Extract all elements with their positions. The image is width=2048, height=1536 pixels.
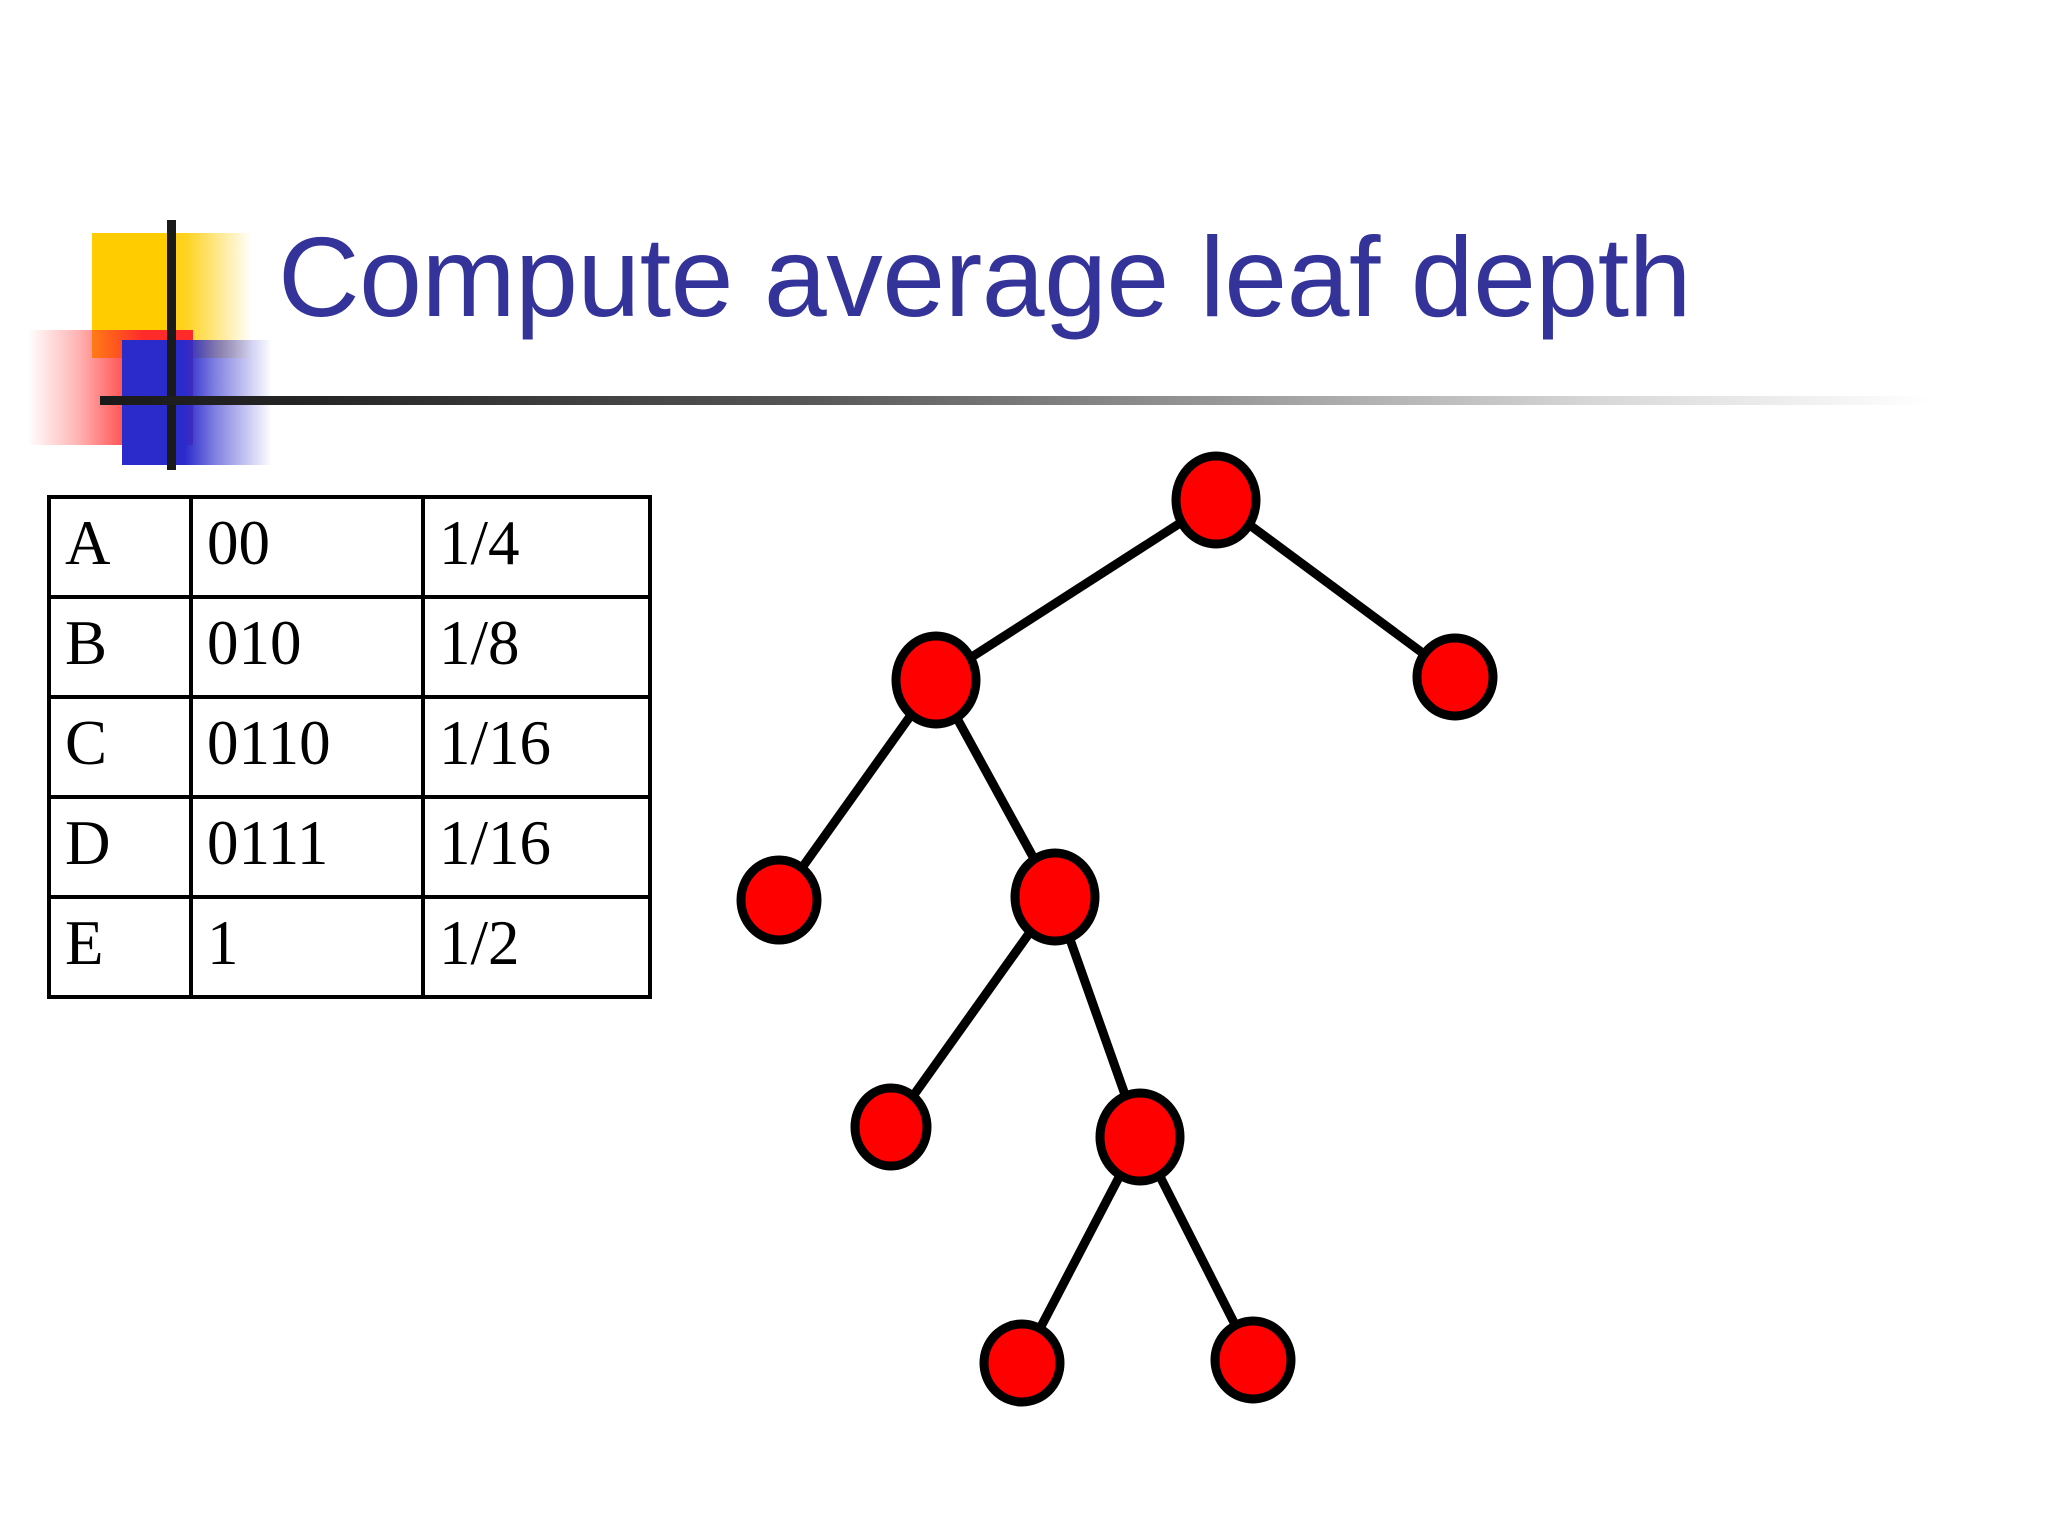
tree-leaf-node: [979, 1319, 1065, 1407]
cell-probability: 1/16: [421, 695, 652, 799]
cell-symbol: E: [47, 895, 193, 999]
table-row: E 1 1/2: [47, 895, 652, 999]
cell-codeword: 00: [189, 495, 425, 599]
cell-codeword: 010: [189, 595, 425, 699]
table-row: D 0111 1/16: [47, 795, 652, 899]
tree-leaf-node: [736, 855, 822, 945]
tree-internal-node: [1010, 848, 1100, 946]
tree-edge: [931, 675, 1060, 902]
tree-node-group: [736, 451, 1498, 1407]
table-row: B 010 1/8: [47, 595, 652, 699]
tree-edge-group: [774, 495, 1460, 1368]
tree-edge: [1050, 892, 1145, 1142]
cell-symbol: C: [47, 695, 193, 799]
cell-symbol: B: [47, 595, 193, 699]
cell-codeword: 0111: [189, 795, 425, 899]
table-row: A 00 1/4: [47, 495, 652, 599]
tree-internal-node: [1095, 1088, 1185, 1186]
page-title: Compute average leaf depth: [278, 214, 1692, 340]
cell-codeword: 0110: [189, 695, 425, 799]
cell-probability: 1/8: [421, 595, 652, 699]
cell-probability: 1/16: [421, 795, 652, 899]
code-table: A 00 1/4 B 010 1/8 C 0110 1/16 D 0111 1/…: [47, 495, 652, 999]
tree-leaf-node: [850, 1083, 932, 1171]
tree-leaf-node: [1210, 1316, 1296, 1404]
tree-internal-node: [891, 631, 981, 729]
cell-symbol: A: [47, 495, 193, 599]
cell-symbol: D: [47, 795, 193, 899]
cell-codeword: 1: [189, 895, 425, 999]
tree-edge: [774, 675, 941, 905]
table-row: C 0110 1/16: [47, 695, 652, 799]
code-table-body: A 00 1/4 B 010 1/8 C 0110 1/16 D 0111 1/…: [47, 495, 652, 999]
tree-edge: [931, 495, 1221, 685]
decoration-vertical-bar: [167, 220, 176, 470]
tree-edge: [886, 892, 1060, 1132]
cell-probability: 1/4: [421, 495, 652, 599]
cell-probability: 1/2: [421, 895, 652, 999]
tree-leaf-node: [1412, 633, 1498, 721]
tree-edge: [1135, 1132, 1258, 1365]
title-underline-rule: [100, 396, 1930, 405]
tree-edge: [1017, 1132, 1145, 1368]
tree-edge: [1211, 495, 1460, 682]
tree-internal-node: [1171, 451, 1261, 549]
